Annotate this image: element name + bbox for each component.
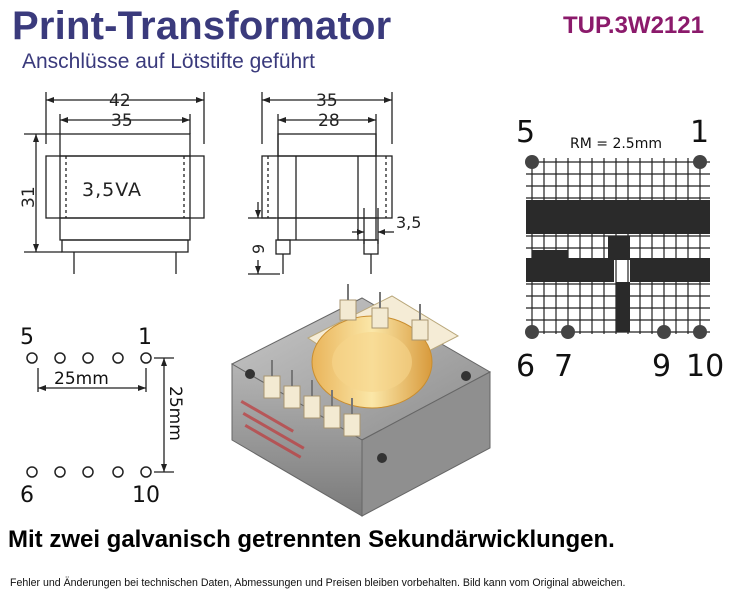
layout-dim-vertical: 25mm: [165, 386, 185, 441]
feature-headline: Mit zwei galvanisch getrennten Sekundärw…: [8, 526, 615, 553]
layout-pin-1: 1: [138, 325, 152, 350]
part-number: TUP.3W2121: [563, 12, 704, 39]
side-dim-3-5: 3,5: [396, 213, 421, 232]
front-dim-35: 35: [111, 111, 133, 131]
side-dim-35: 35: [316, 91, 338, 111]
side-dim-28: 28: [318, 111, 340, 131]
layout-dim-horizontal: 25mm: [54, 369, 109, 389]
transformer-photo: [230, 284, 492, 517]
side-view-drawing: 35 28 3,5 9: [248, 91, 421, 275]
grid-pin-6: 6: [516, 349, 535, 382]
rating-label: 3,5VA: [82, 179, 142, 201]
front-dim-42: 42: [109, 91, 131, 111]
grid-pin-9: 9: [652, 349, 671, 382]
grid-pin-10: 10: [686, 349, 724, 382]
pin-layout-drawing: 5 1 6 10 25mm 25mm: [20, 325, 185, 508]
page-subtitle: Anschlüsse auf Lötstifte geführt: [22, 50, 316, 73]
pin-grid-diagram: 5 1 RM = 2.5mm 6 7 9 10: [516, 115, 724, 382]
layout-pin-5: 5: [20, 325, 34, 350]
grid-pitch-label: RM = 2.5mm: [570, 136, 662, 152]
side-dim-9: 9: [249, 244, 268, 254]
grid-pin-1: 1: [690, 115, 709, 150]
layout-pin-10: 10: [132, 483, 160, 508]
page-title: Print-Transformator: [12, 4, 392, 48]
disclaimer-footer: Fehler und Änderungen bei technischen Da…: [10, 577, 626, 589]
grid-pin-5: 5: [516, 115, 535, 150]
front-dim-31: 31: [19, 186, 39, 208]
layout-pin-6: 6: [20, 483, 34, 508]
front-view-drawing: 42 35 31 3,5VA: [19, 91, 205, 274]
grid-pin-7: 7: [554, 349, 573, 382]
